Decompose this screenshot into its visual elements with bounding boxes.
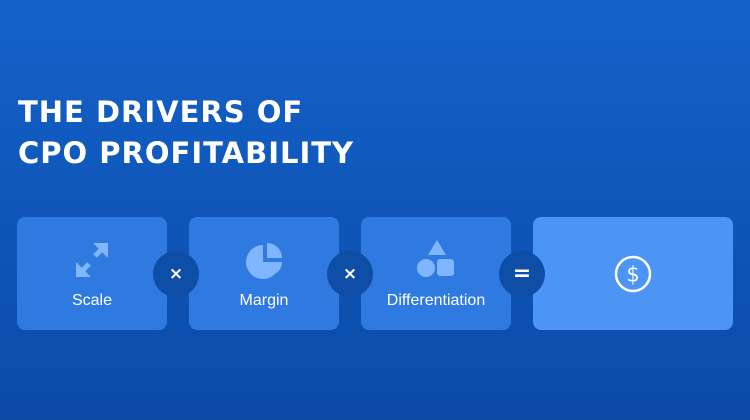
driver-card-scale: Scale [17,217,167,330]
shapes-icon [417,240,454,277]
page-title: THE DRIVERS OF CPO PROFITABILITY [18,92,354,174]
multiply-operator: × [153,251,199,297]
pie-chart-icon [246,243,282,279]
driver-card-margin: Margin [189,217,339,330]
title-line-1: THE DRIVERS OF [18,95,304,129]
svg-text:$: $ [626,263,639,287]
driver-label-margin: Margin [239,292,289,309]
dollar-circle-icon: $ [614,255,652,293]
multiply-operator: × [327,251,373,297]
title-line-2: CPO PROFITABILITY [18,136,355,170]
driver-label-scale: Scale [71,292,113,309]
driver-card-differentiation: Differentiation [361,217,511,330]
driver-label-differentiation: Differentiation [386,292,486,309]
expand-arrows-icon [76,243,108,277]
result-card: $ [533,217,733,330]
equals-operator: = [499,251,545,297]
